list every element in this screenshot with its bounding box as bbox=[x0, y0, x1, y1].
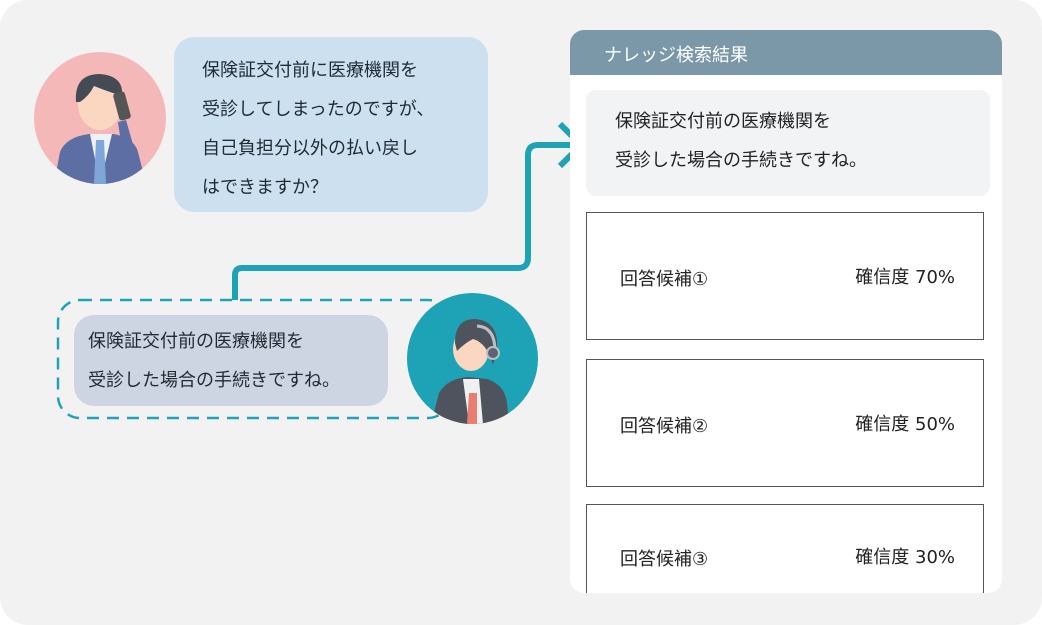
summary-line: 保険証交付前の医療機関を bbox=[615, 111, 831, 132]
confidence-score: 確信度 30% bbox=[855, 547, 955, 568]
candidate-label: 回答候補② bbox=[620, 416, 709, 437]
customer-line: 自己負担分以外の払い戻し bbox=[202, 138, 418, 159]
businessman-on-phone-icon bbox=[54, 74, 146, 184]
panel-title: ナレッジ検索結果 bbox=[570, 30, 1002, 75]
summary-line: 受診した場合の手続きですね。 bbox=[615, 150, 867, 171]
operator-headset-icon bbox=[431, 319, 509, 424]
confidence-score: 確信度 70% bbox=[855, 267, 955, 288]
customer-line: 保険証交付前に医療機関を bbox=[202, 60, 418, 81]
search-query-summary: 保険証交付前の医療機関を 受診した場合の手続きですね。 bbox=[586, 90, 990, 196]
operator-speech-bubble: 保険証交付前の医療機関を 受診した場合の手続きですね。 bbox=[74, 315, 388, 406]
answer-candidate-3[interactable]: 回答候補③ 確信度 30% bbox=[586, 504, 984, 593]
knowledge-search-panel: ナレッジ検索結果 保険証交付前の医療機関を 受診した場合の手続きですね。 回答候… bbox=[570, 30, 1002, 593]
operator-avatar bbox=[407, 293, 538, 424]
candidate-label: 回答候補① bbox=[620, 269, 709, 290]
customer-avatar bbox=[34, 52, 166, 184]
customer-line: 受診してしまったのですが、 bbox=[202, 99, 435, 120]
operator-line: 受診した場合の手続きですね。 bbox=[88, 370, 340, 391]
customer-line: はできますか？ bbox=[202, 177, 328, 198]
connector-line bbox=[232, 142, 578, 300]
dashed-frame bbox=[56, 298, 452, 420]
confidence-score: 確信度 50% bbox=[855, 414, 955, 435]
operator-line: 保険証交付前の医療機関を bbox=[88, 331, 304, 352]
customer-speech-bubble: 保険証交付前に医療機関を 受診してしまったのですが、 自己負担分以外の払い戻し … bbox=[174, 37, 488, 212]
answer-candidate-1[interactable]: 回答候補① 確信度 70% bbox=[586, 212, 984, 340]
answer-candidate-2[interactable]: 回答候補② 確信度 50% bbox=[586, 359, 984, 487]
candidate-label: 回答候補③ bbox=[620, 549, 709, 570]
